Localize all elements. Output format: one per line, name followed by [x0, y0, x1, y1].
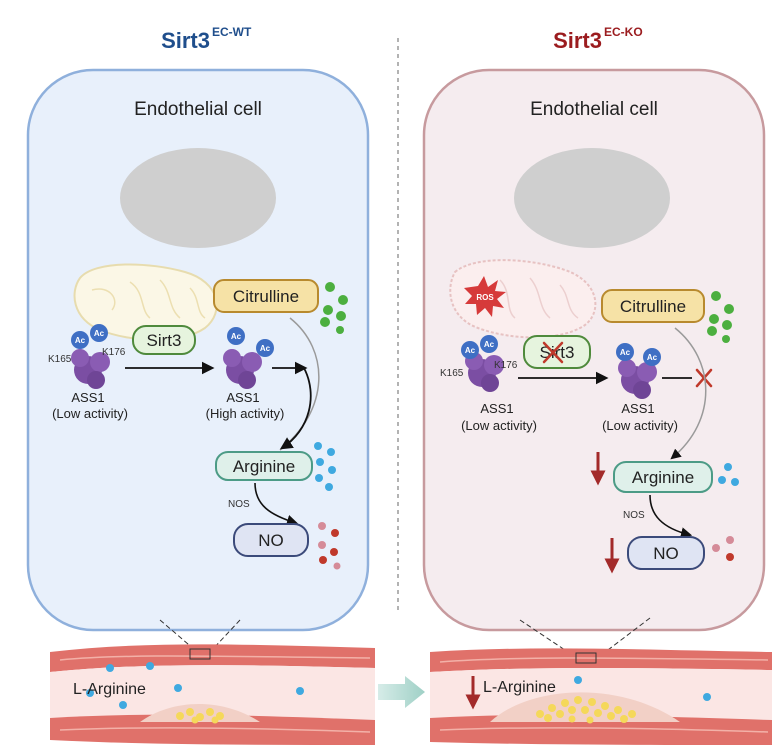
ko-ac-left-2: Ac: [480, 335, 498, 353]
wt-no-box: [233, 523, 309, 557]
svg-text:Ac: Ac: [260, 344, 271, 353]
wt-arginine-box: [215, 451, 313, 481]
wt-curve-citrulline: [279, 317, 320, 451]
wt-cell-label: Endothelial cell: [134, 99, 262, 120]
panel-ko: Sirt3 EC-KO Endothelial cell ROS Citrull…: [422, 25, 766, 659]
wt-curve-main: [279, 367, 312, 450]
ko-k176: K176: [494, 360, 518, 371]
panel-wt-title: Sirt3: [161, 28, 210, 53]
ko-no-box: [627, 536, 705, 570]
wt-nucleus: [120, 148, 276, 248]
wt-citrulline-box: [213, 279, 319, 313]
wt-nos-label: NOS: [228, 499, 250, 510]
ko-citrulline-molecules: [707, 291, 734, 343]
wt-k176: K176: [102, 347, 126, 358]
ko-ass1-left-label: ASS1: [480, 401, 513, 416]
svg-text:Ac: Ac: [75, 336, 86, 345]
svg-text:Ac: Ac: [620, 348, 631, 357]
wt-ass1-left: [71, 349, 110, 389]
panel-ko-title: Sirt3: [553, 28, 602, 53]
panel-ko-title-sup: EC-KO: [604, 25, 643, 39]
wt-ac-left-2: Ac: [90, 324, 108, 342]
ko-sirt3-label: Sirt3: [540, 343, 575, 362]
panel-wt-title-sup: EC-WT: [212, 25, 252, 39]
ko-curve-citrulline: [670, 327, 707, 460]
svg-text:Ac: Ac: [465, 346, 476, 355]
ko-ros-burst: ROS: [464, 276, 506, 317]
wt-citrulline-molecules: [320, 282, 348, 334]
wt-ass1-right-label: ASS1: [226, 390, 259, 405]
wt-no-label: NO: [258, 531, 284, 550]
ko-nos-label: NOS: [623, 510, 645, 521]
ko-ac-left-1: Ac: [461, 341, 479, 359]
panel-wt: Sirt3 EC-WT Endothelial cell Citrulline …: [26, 25, 370, 651]
wt-ac-right-2: Ac: [256, 339, 274, 357]
ko-vessel-label: L-Arginine: [483, 679, 556, 696]
ko-vessel: L-Arginine: [430, 648, 772, 745]
svg-text:Ac: Ac: [231, 332, 242, 341]
wt-vessel-label: L-Arginine: [73, 681, 146, 698]
wt-citrulline-label: Citrulline: [233, 287, 299, 306]
ko-ac-right-1: Ac: [616, 343, 634, 361]
ko-vessel-zoom-box: [575, 652, 597, 664]
wt-vessel-zoom-box: [189, 648, 211, 660]
wt-mitochondrion: [73, 263, 218, 341]
wt-k165: K165: [48, 354, 72, 365]
ko-sirt3-box: [523, 335, 591, 369]
ko-k165: K165: [440, 368, 464, 379]
ko-ass1-right: [618, 359, 657, 399]
ko-no-molecules: [712, 536, 734, 561]
ko-mitochondrion: [449, 259, 597, 339]
wt-arginine-label: Arginine: [233, 457, 295, 476]
wt-ass1-right: [223, 349, 262, 389]
wt-no-molecules: [318, 522, 341, 570]
ko-nucleus: [514, 148, 670, 248]
wt-endothelial-cell: [26, 68, 370, 632]
wt-arrow-nos: [254, 482, 299, 526]
wt-ass1-left-label: ASS1: [71, 390, 104, 405]
wt-sirt3-label: Sirt3: [147, 331, 182, 350]
wt-ac-left-1: Ac: [71, 331, 89, 349]
ko-cell-label: Endothelial cell: [530, 99, 658, 120]
svg-text:Ac: Ac: [484, 340, 495, 349]
ko-arginine-molecules: [718, 463, 739, 486]
ko-sirt3-knockout-cross: [542, 341, 564, 364]
wt-ac-right-1: Ac: [227, 327, 245, 345]
svg-text:Ac: Ac: [647, 353, 658, 362]
wt-sirt3-box: [132, 325, 196, 355]
svg-text:ROS: ROS: [476, 293, 494, 302]
ko-ass1-right-label: ASS1: [621, 401, 654, 416]
ko-ass1-right-activity: (Low activity): [602, 418, 678, 433]
svg-text:Ac: Ac: [94, 329, 105, 338]
ko-arginine-box: [613, 461, 713, 493]
wt-ass1-left-activity: (Low activity): [52, 406, 128, 421]
wt-vessel: L-Arginine: [50, 644, 375, 745]
ko-ac-right-2: Ac: [643, 348, 661, 366]
transition-arrow: [378, 676, 425, 708]
ko-arginine-label: Arginine: [632, 468, 694, 487]
ko-ass1-left-activity: (Low activity): [461, 418, 537, 433]
ko-citrulline-label: Citrulline: [620, 297, 686, 316]
ko-arrow-nos: [649, 494, 693, 539]
ko-citrulline-box: [601, 289, 705, 323]
wt-arginine-molecules: [314, 442, 336, 491]
ko-no-label: NO: [653, 544, 679, 563]
wt-ass1-right-activity: (High activity): [206, 406, 285, 421]
